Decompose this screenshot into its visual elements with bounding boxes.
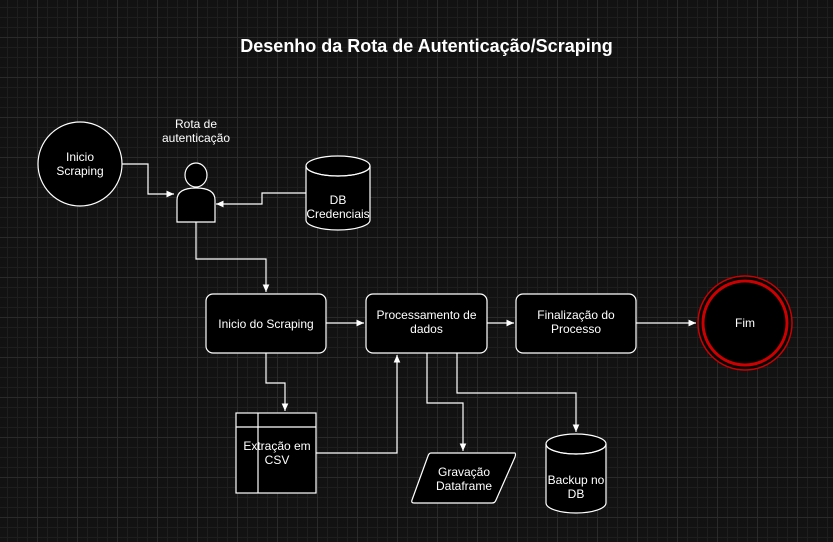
edge-auth-to-scraping (195, 222, 270, 292)
edge-processing-to-gravacao (426, 353, 467, 451)
extracao-csv-label: Extração em CSV (243, 439, 311, 467)
edge-scraping-to-csv (265, 353, 289, 411)
edge-processing-to-backup (456, 353, 580, 432)
end-node-circle[interactable] (697, 275, 793, 371)
edge-db-to-auth (216, 192, 306, 208)
auth-route-label: Rota de autenticação (161, 117, 231, 145)
inicio-do-scraping-label: Inicio do Scraping (218, 316, 314, 331)
db-credenciais-cylinder-icon[interactable] (305, 155, 371, 231)
backup-db-cylinder-icon[interactable] (545, 433, 607, 514)
gravacao-label: Gravação Dataframe (435, 465, 493, 493)
end-node-label: Fim (735, 316, 755, 330)
extracao-csv-table-shape[interactable] (235, 412, 317, 494)
user-actor-icon[interactable] (176, 162, 216, 223)
start-node-label: Inicio Scraping (56, 150, 104, 178)
edge-csv-to-processing (316, 355, 401, 454)
processamento-label: Processamento de dados (376, 308, 477, 336)
edge-start-to-auth (122, 163, 174, 198)
db-credenciais-label: DB Credenciais (306, 193, 370, 221)
finalizacao-label: Finalização do Processo (537, 308, 615, 336)
diagram-title: Desenho da Rota de Autenticação/Scraping (240, 36, 613, 56)
backup-db-label: Backup no DB (547, 473, 605, 501)
gravacao-parallelogram[interactable] (411, 452, 517, 504)
